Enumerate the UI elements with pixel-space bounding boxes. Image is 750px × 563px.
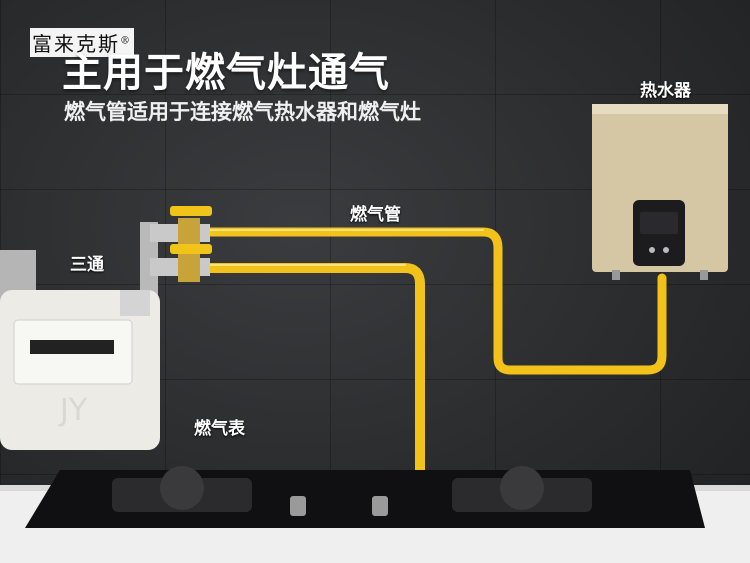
gas-pipes [205, 227, 667, 500]
brand-name: 富来克斯 [32, 32, 120, 56]
gas-meter: JY [0, 250, 160, 450]
svg-text:JY: JY [58, 393, 88, 428]
water-heater-label: 热水器 [640, 81, 691, 101]
gas-stove [25, 466, 705, 528]
tee-fitting [140, 206, 212, 302]
page-title: 主用于燃气灶通气 [62, 50, 390, 96]
water-heater [592, 104, 728, 280]
registered-mark: ® [120, 35, 132, 47]
gas-pipe-label: 燃气管 [350, 205, 401, 225]
tee-label: 三通 [70, 255, 104, 275]
brand-logo: 富来克斯® [30, 28, 134, 57]
page-subtitle: 燃气管适用于连接燃气热水器和燃气灶 [64, 100, 421, 124]
gas-meter-label: 燃气表 [194, 419, 245, 439]
